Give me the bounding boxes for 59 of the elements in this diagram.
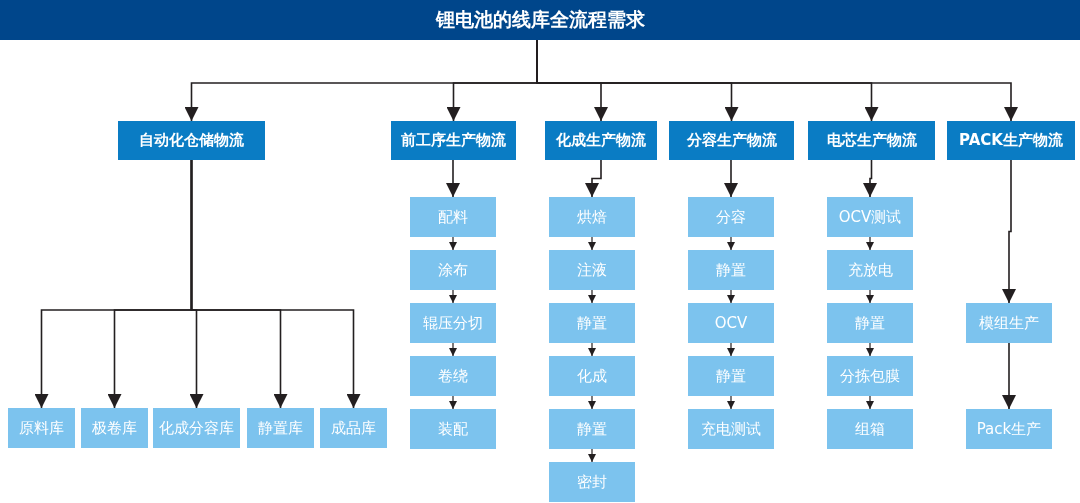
arrow [863, 159, 877, 198]
arrow [190, 159, 361, 409]
arrow [588, 289, 596, 304]
category-box: 电芯生产物流 [808, 121, 935, 160]
process-box: 静置 [827, 303, 913, 343]
process-box: 充放电 [827, 250, 913, 290]
process-box: 模组生产 [966, 303, 1052, 343]
process-box: 辊压分切 [410, 303, 496, 343]
process-box: 卷绕 [410, 356, 496, 396]
category-box: 分容生产物流 [669, 121, 794, 160]
arrow [588, 236, 596, 251]
process-box: 静置 [688, 356, 774, 396]
process-box: 静置 [688, 250, 774, 290]
arrow [724, 159, 738, 198]
process-box: 配料 [410, 197, 496, 237]
process-box: 组箱 [827, 409, 913, 449]
process-box: OCV [688, 303, 774, 343]
arrow [727, 236, 735, 251]
arrow [446, 159, 460, 198]
category-box: 自动化仓储物流 [118, 121, 265, 160]
process-box: 分容 [688, 197, 774, 237]
process-box: 充电测试 [688, 409, 774, 449]
arrow [866, 236, 874, 251]
process-box: 成品库 [320, 408, 387, 448]
arrow [588, 342, 596, 357]
arrow [866, 342, 874, 357]
category-box: PACK生产物流 [947, 121, 1075, 160]
process-box: 分拣包膜 [827, 356, 913, 396]
arrow [1002, 342, 1016, 410]
process-box: 注液 [549, 250, 635, 290]
category-box: 化成生产物流 [545, 121, 657, 160]
arrow [449, 395, 457, 410]
process-box: 化成 [549, 356, 635, 396]
arrow [588, 395, 596, 410]
title-band: 锂电池的线库全流程需求 [0, 0, 1080, 40]
arrow [866, 289, 874, 304]
arrow [588, 448, 596, 463]
arrow [866, 395, 874, 410]
process-box: 原料库 [8, 408, 75, 448]
process-box: 涂布 [410, 250, 496, 290]
arrow [1002, 159, 1016, 304]
process-box: 静置 [549, 303, 635, 343]
process-box: OCV测试 [827, 197, 913, 237]
process-box: Pack生产 [966, 409, 1052, 449]
process-box: 静置库 [247, 408, 314, 448]
arrow [727, 342, 735, 357]
arrow [449, 236, 457, 251]
arrow [449, 342, 457, 357]
arrow [727, 395, 735, 410]
arrow [727, 289, 735, 304]
process-box: 装配 [410, 409, 496, 449]
process-box: 化成分容库 [153, 408, 240, 448]
process-box: 静置 [549, 409, 635, 449]
arrow [585, 159, 602, 198]
category-box: 前工序生产物流 [391, 121, 516, 160]
arrow [449, 289, 457, 304]
process-box: 极卷库 [81, 408, 148, 448]
process-box: 密封 [549, 462, 635, 502]
process-box: 烘焙 [549, 197, 635, 237]
